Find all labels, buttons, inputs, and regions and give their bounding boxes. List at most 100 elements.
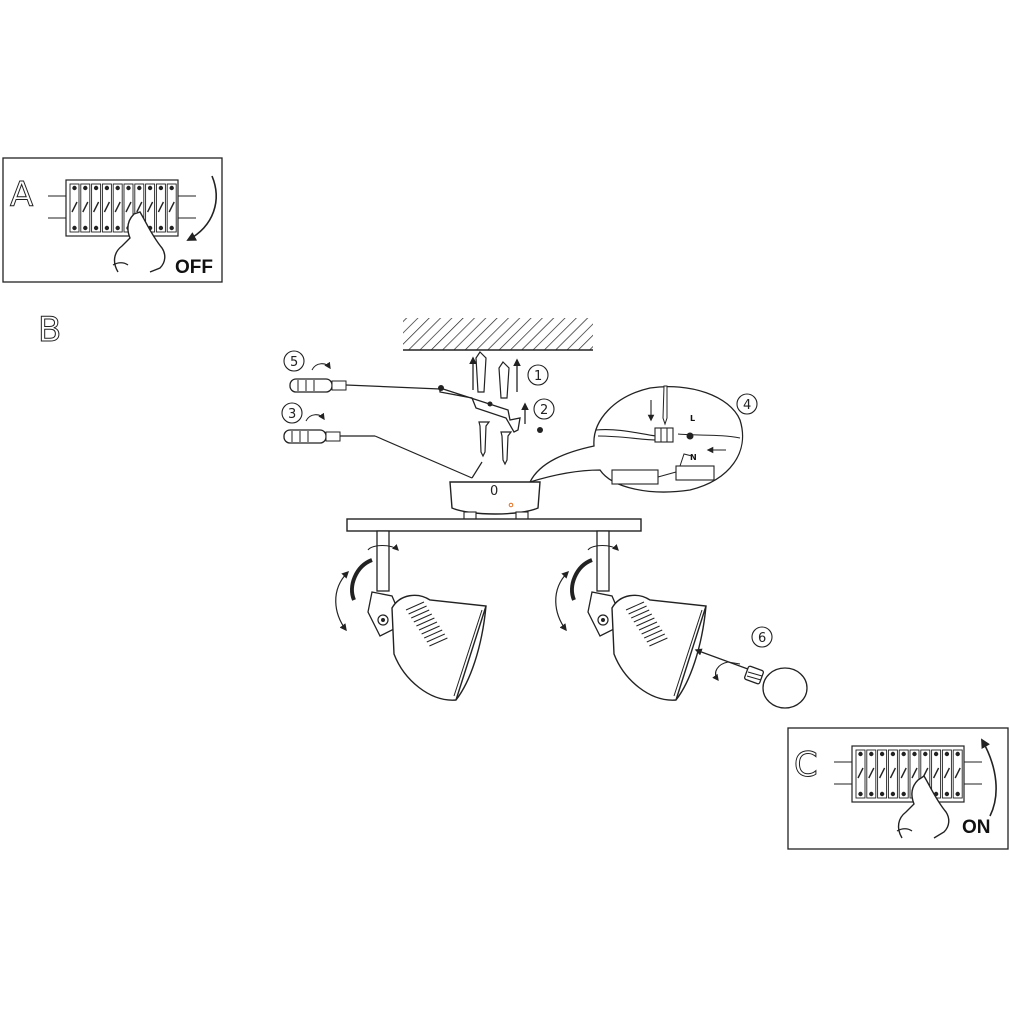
step-4: 4: [736, 393, 758, 415]
panel-a-frame: [2, 157, 223, 283]
rotate-off-arrow-icon: [186, 175, 217, 241]
wall-plugs: [469, 351, 521, 399]
breaker-switch: [911, 767, 918, 779]
canopy-mark: 0: [490, 484, 498, 499]
panel-b-letter: B: [38, 310, 61, 350]
breaker-switch: [900, 767, 907, 779]
breaker-terminal: [923, 751, 928, 757]
mounting-bracket: [438, 385, 543, 433]
panel-c-frame: [787, 727, 1009, 850]
breaker-terminal: [169, 185, 174, 191]
breaker-terminal: [858, 791, 863, 797]
breaker-terminal: [115, 225, 120, 231]
cooling-fin: [421, 625, 440, 635]
breaker-switch: [168, 201, 175, 213]
off-label: OFF: [175, 257, 213, 278]
breaker-terminal: [126, 185, 131, 191]
cooling-fin: [416, 617, 435, 627]
cooling-fin: [630, 609, 650, 619]
step-5: 5: [283, 350, 305, 372]
step-6: 6: [751, 626, 773, 648]
panel-a-letter: A: [10, 175, 33, 215]
svg-text:5: 5: [290, 355, 298, 370]
cooling-fin: [423, 629, 443, 639]
breaker-switch: [857, 767, 864, 779]
on-label: ON: [962, 817, 991, 838]
cooling-fin: [625, 601, 645, 611]
step-3: 3: [281, 402, 303, 424]
breaker-terminal: [869, 791, 874, 797]
cooling-fin: [633, 613, 653, 623]
breaker-switch: [82, 201, 89, 213]
screwdriver-lower-icon: [283, 412, 483, 479]
cooling-fin: [638, 621, 658, 631]
breaker-terminal: [901, 751, 906, 757]
breaker-terminal: [104, 185, 110, 191]
breaker-terminal: [879, 751, 885, 757]
cooling-fin: [649, 637, 668, 647]
cooling-fin: [418, 621, 438, 631]
breaker-terminal: [912, 751, 917, 757]
breaker-box-a: [48, 179, 196, 237]
svg-text:6: 6: [758, 631, 766, 646]
breaker-switch: [103, 201, 111, 213]
cooling-fin: [413, 613, 433, 623]
wiring-callout: L N: [528, 385, 744, 493]
screwdriver-upper-icon: [289, 361, 441, 393]
panel-a-power-off: A OFF: [2, 157, 223, 283]
breaker-switch: [136, 201, 143, 213]
cooling-fin: [628, 605, 647, 615]
breaker-terminal: [158, 225, 164, 231]
breaker-terminal: [158, 185, 164, 191]
cooling-fin: [641, 625, 660, 635]
canopy-screw-icon: [508, 502, 514, 508]
breaker-terminal: [72, 225, 77, 231]
breaker-terminal: [955, 791, 960, 797]
breaker-switch: [889, 767, 897, 779]
breaker-switch: [157, 201, 165, 213]
panel-c-letter: C: [794, 745, 818, 785]
breaker-terminal: [858, 751, 863, 757]
panel-c-power-on: C ON: [787, 727, 1009, 850]
breaker-switch: [92, 201, 100, 213]
cooling-fin: [636, 617, 655, 627]
breaker-terminal: [869, 751, 874, 757]
ceiling: [403, 318, 593, 351]
neutral-label: N: [690, 453, 697, 462]
svg-text:3: 3: [288, 407, 296, 422]
breaker-switch: [125, 201, 132, 213]
cooling-fin: [410, 609, 430, 619]
cooling-fin: [643, 629, 663, 639]
cooling-fin: [646, 633, 666, 643]
breaker-terminal: [137, 185, 142, 191]
breaker-terminal: [115, 185, 120, 191]
breaker-terminal: [933, 751, 939, 757]
breaker-terminal: [72, 185, 77, 191]
breaker-terminal: [901, 791, 906, 797]
breaker-terminal: [104, 225, 110, 231]
hand-a-icon: [113, 211, 166, 273]
cooling-fin: [405, 601, 425, 611]
breaker-terminal: [93, 185, 99, 191]
breaker-terminal: [83, 185, 88, 191]
rotate-on-arrow-icon: [981, 738, 997, 817]
svg-text:2: 2: [540, 403, 548, 418]
breaker-terminal: [169, 225, 174, 231]
breaker-terminal: [890, 791, 896, 797]
cooling-fin: [408, 605, 427, 615]
breaker-switch: [932, 767, 940, 779]
live-label: L: [690, 414, 695, 423]
cooling-fin: [426, 633, 446, 643]
breaker-switch: [146, 201, 154, 213]
hand-c-icon: [897, 775, 950, 839]
step-1: 1: [527, 364, 549, 386]
svg-text:1: 1: [534, 369, 542, 384]
breaker-switch: [943, 767, 951, 779]
breaker-terminal: [955, 751, 960, 757]
cooling-fin: [429, 637, 448, 647]
canopy: 0: [449, 481, 541, 521]
breaker-terminal: [944, 751, 950, 757]
breaker-terminal: [83, 225, 88, 231]
breaker-switch: [114, 201, 121, 213]
